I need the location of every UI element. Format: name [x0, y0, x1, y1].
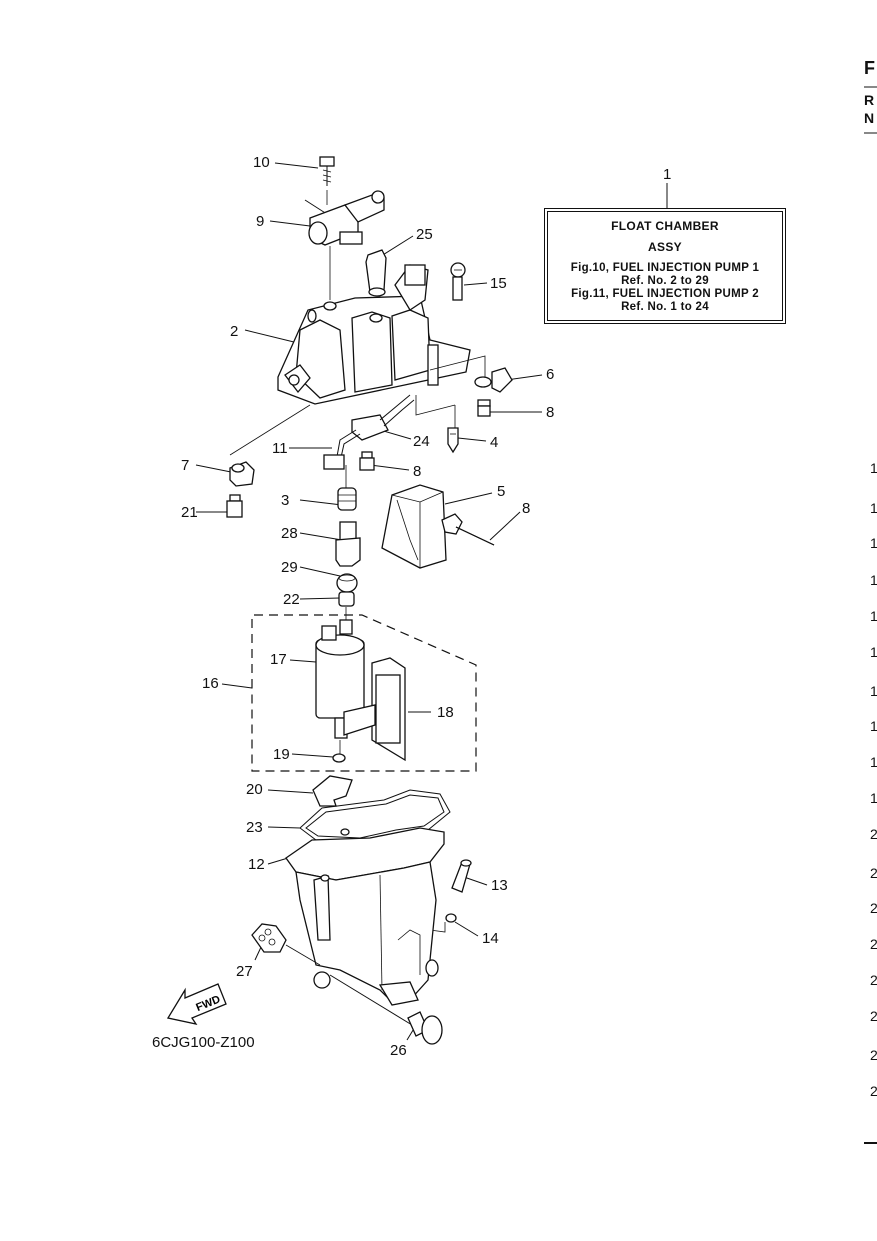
callout-16: 16	[202, 675, 219, 692]
callout-21: 3	[281, 492, 289, 509]
part-3-filter	[381, 484, 447, 569]
callout-15: 15	[490, 275, 507, 292]
ref-fig11-range: Ref. No. 1 to 24	[621, 301, 709, 313]
callout-7: 7	[181, 457, 189, 474]
callout-2: 2	[230, 323, 238, 340]
callout-8: 8	[546, 404, 554, 421]
ref-subtitle: ASSY	[648, 240, 682, 254]
part-11-wire-harness	[323, 429, 361, 470]
part-24-grommet	[351, 394, 415, 441]
right-num: 2	[870, 972, 877, 988]
callout-27: 27	[236, 963, 253, 980]
part-7-plate	[229, 461, 255, 487]
callout-9: 9	[256, 213, 264, 230]
ref-fig11: Fig.11, FUEL INJECTION PUMP 2	[571, 288, 759, 300]
callout-1: 1	[663, 166, 671, 183]
part-5-pin	[441, 513, 495, 546]
callout-19: 19	[273, 746, 290, 763]
part-9-regulator	[304, 190, 385, 246]
right-edge-rules	[864, 86, 877, 1144]
callout-22: 22	[283, 591, 300, 608]
part-19-clip	[332, 753, 346, 763]
part-20-ring	[312, 775, 353, 807]
right-num: 1	[870, 460, 877, 476]
ref-fig10: Fig.10, FUEL INJECTION PUMP 1	[570, 262, 760, 274]
callout-11: 11	[272, 440, 288, 457]
part-2-cover	[277, 264, 471, 405]
part-8-screw-c	[226, 494, 243, 518]
right-num: 1	[870, 683, 877, 699]
callout-labels: 10 9 25 15 2 6 8 4 24 11 7 8 21 3 5 8 28…	[181, 154, 554, 1059]
part-6-clamp	[474, 367, 513, 393]
right-num: 1	[870, 790, 877, 806]
callout-8: 8	[413, 463, 421, 480]
drawing-code: 6CJG100-Z100	[152, 1034, 255, 1051]
right-num: 1	[870, 500, 877, 516]
right-num: 2	[870, 865, 877, 881]
right-num: 1	[870, 535, 877, 551]
part-18-filter	[343, 657, 406, 762]
callout-24: 24	[413, 433, 430, 450]
callout-18: 18	[437, 704, 454, 721]
callout-17: 17	[270, 651, 287, 668]
part-8-screw-a	[477, 399, 491, 417]
right-heading-n: N	[864, 110, 875, 126]
right-num: 1	[870, 644, 877, 660]
callout-6: 6	[546, 366, 554, 383]
callout-26: 26	[390, 1042, 407, 1059]
ref-fig10-range: Ref. No. 2 to 29	[621, 275, 709, 287]
part-14-washer	[445, 913, 457, 923]
part-4-needle	[447, 427, 459, 454]
callout-29: 29	[281, 559, 298, 576]
right-num: 1	[870, 572, 877, 588]
part-29-grommet	[336, 573, 358, 593]
right-num: 1	[870, 608, 877, 624]
right-num: 1	[870, 718, 877, 734]
callout-20: 20	[246, 781, 263, 798]
ref-title: FLOAT CHAMBER	[611, 219, 719, 233]
part-26-drain-plug	[329, 974, 443, 1045]
leader-lines	[195, 162, 543, 1041]
right-num: 2	[870, 1047, 877, 1063]
part-16-assembly-outline	[251, 614, 477, 772]
right-num: 2	[870, 936, 877, 952]
right-num: 2	[870, 1083, 877, 1099]
part-10-bolt	[319, 156, 335, 186]
callout-3: 5	[497, 483, 505, 500]
part-8-screw-b	[359, 451, 375, 471]
callout-8: 21	[181, 504, 198, 521]
reference-box-inner: FLOAT CHAMBER ASSY Fig.10, FUEL INJECTIO…	[547, 211, 783, 321]
callout-12: 12	[248, 856, 265, 873]
right-heading-f: F	[864, 58, 875, 78]
right-heading-r: R	[864, 92, 875, 108]
callout-5: 8	[522, 500, 530, 517]
right-num: 2	[870, 1008, 877, 1024]
reference-box: FLOAT CHAMBER ASSY Fig.10, FUEL INJECTIO…	[544, 208, 786, 324]
right-num: 2	[870, 900, 877, 916]
callout-23: 23	[246, 819, 263, 836]
callout-14: 14	[482, 930, 499, 947]
callout-28: 28	[281, 525, 298, 542]
right-num: 1	[870, 754, 877, 770]
part-28-connector	[335, 521, 361, 567]
part-27-grommet	[251, 923, 321, 966]
fwd-arrow-icon: FWD	[166, 983, 227, 1025]
part-21-spring	[337, 487, 357, 511]
part-17-pump	[315, 619, 365, 739]
callout-4: 4	[490, 434, 498, 451]
part-13-screw	[451, 859, 472, 893]
callout-13: 13	[491, 877, 508, 894]
part-22-ring	[338, 591, 355, 607]
callout-10: 10	[253, 154, 270, 171]
part-12-chamber-body	[285, 827, 445, 1006]
part-15-screw	[450, 262, 466, 301]
callout-25: 25	[416, 226, 433, 243]
right-num: 2	[870, 826, 877, 842]
part-25-fitting	[365, 249, 387, 297]
